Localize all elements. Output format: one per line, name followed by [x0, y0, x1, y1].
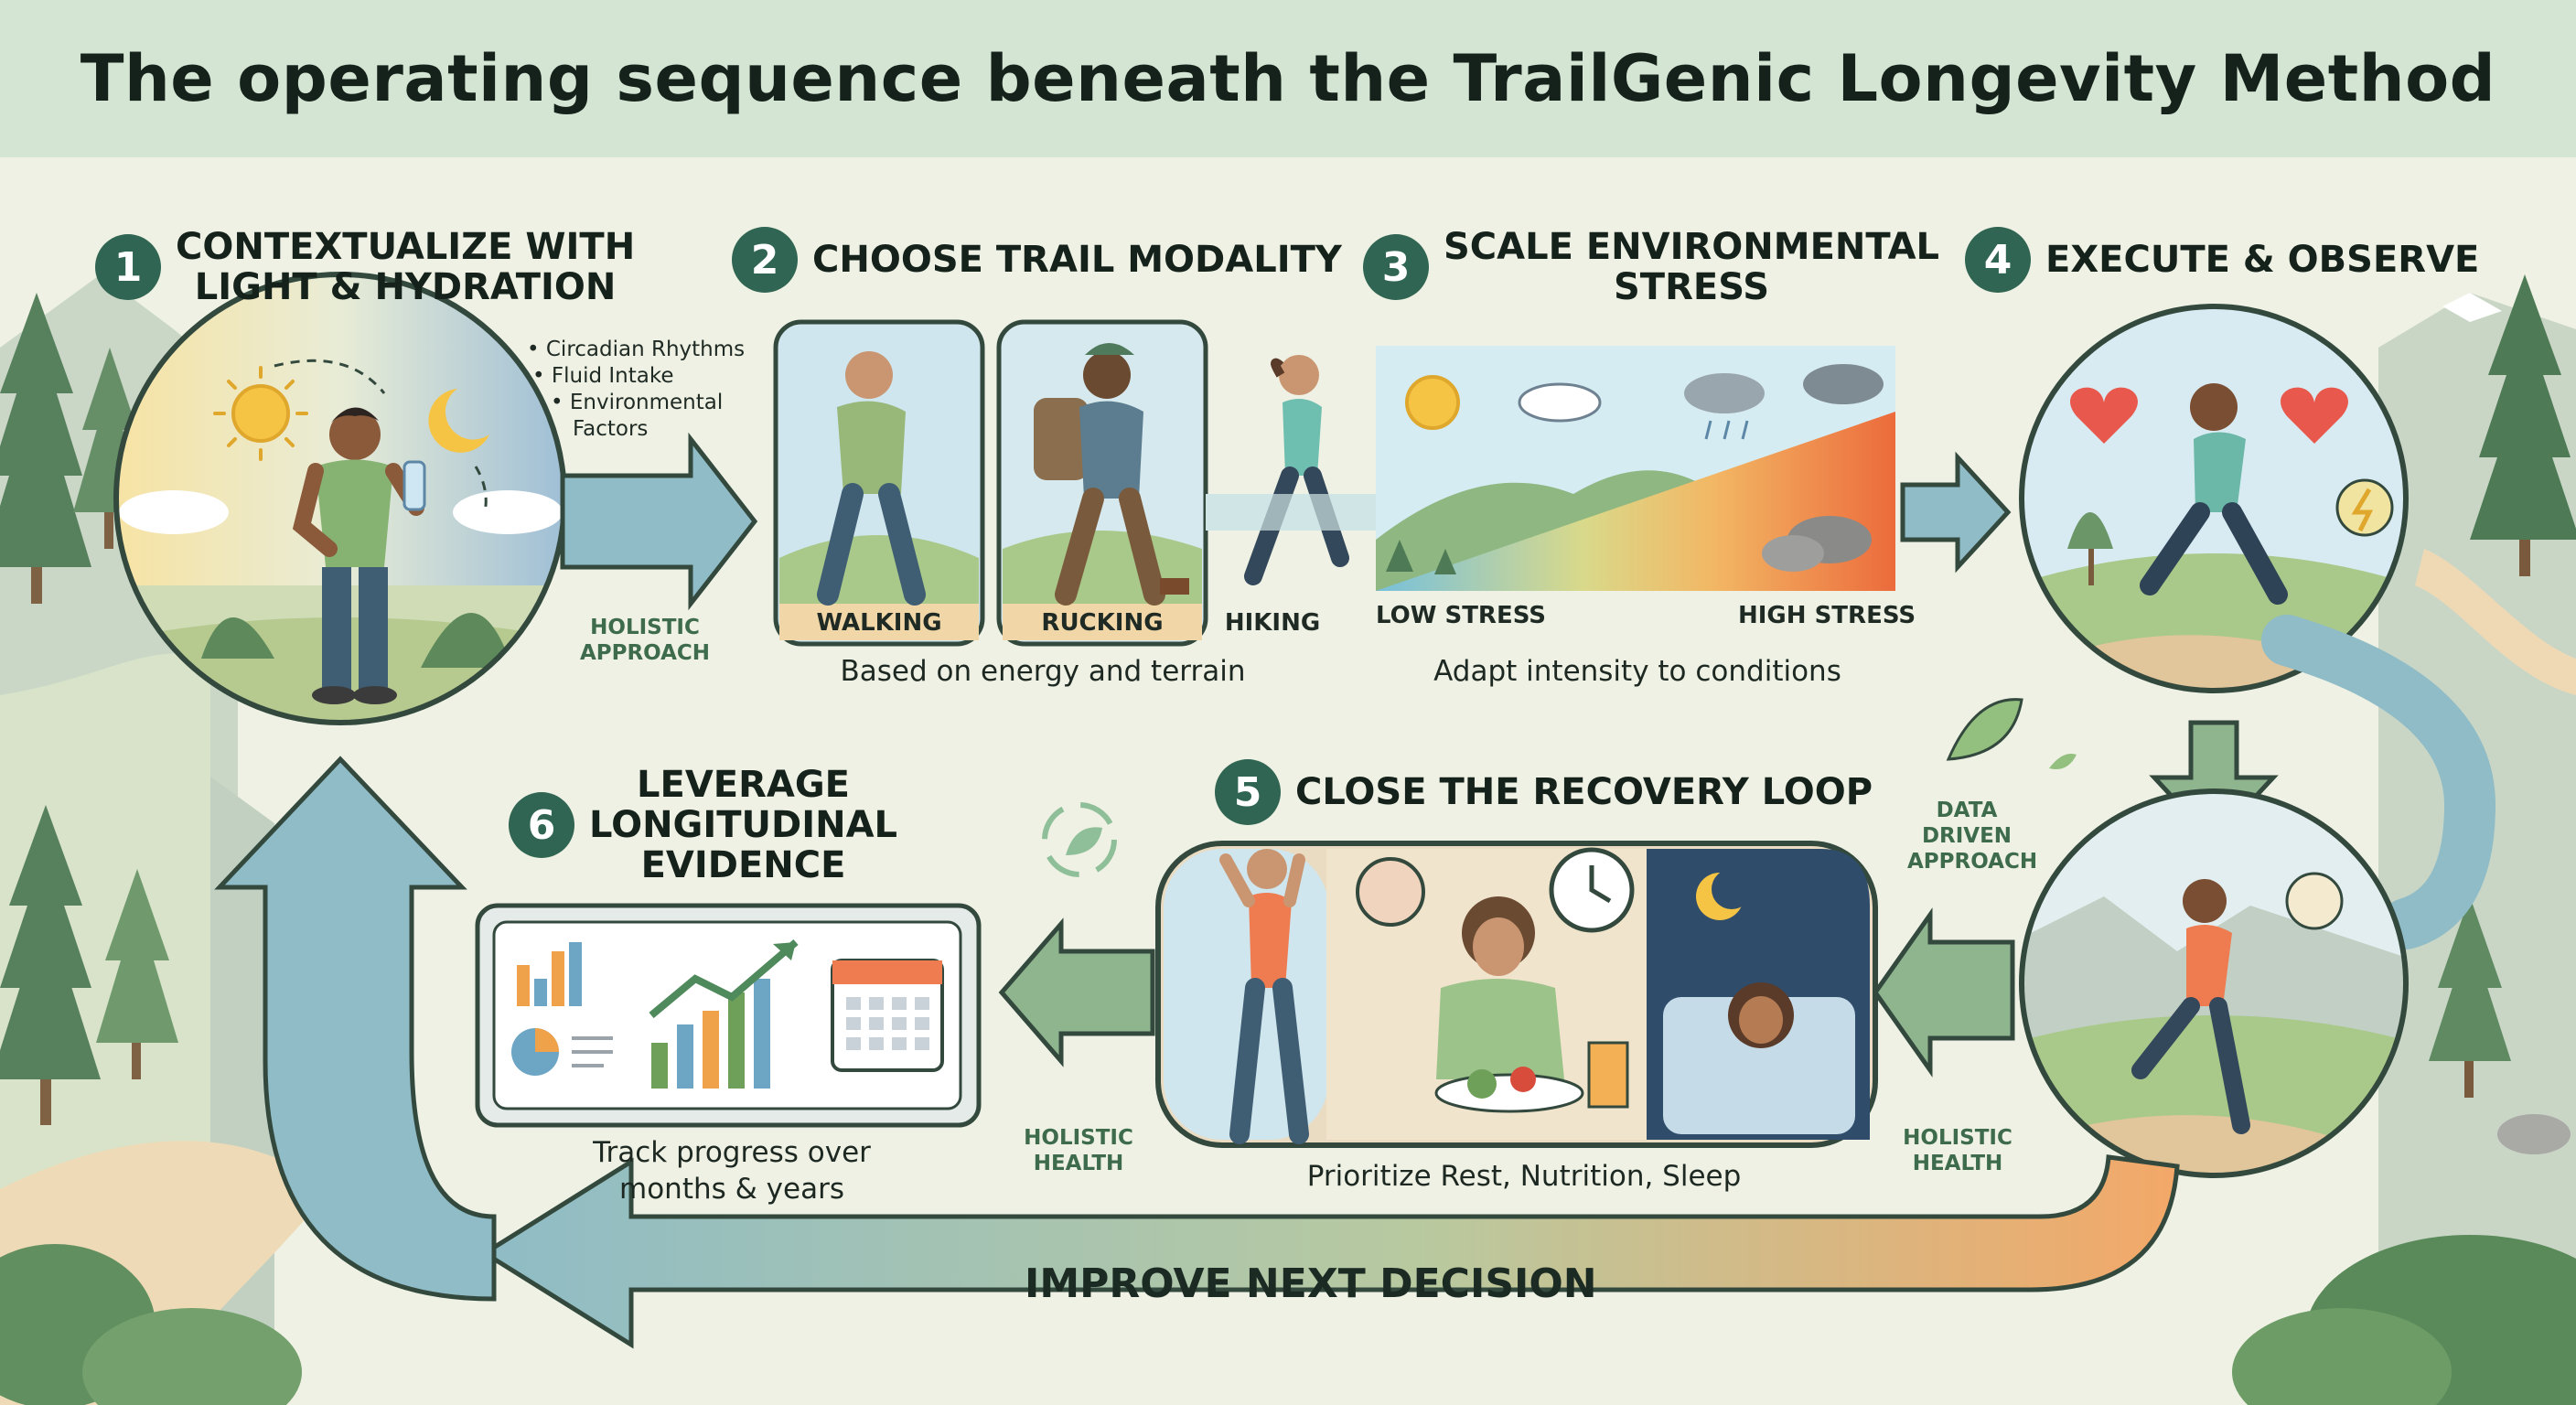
title-band: The operating sequence beneath the Trail…: [0, 0, 2576, 157]
step2-title: CHOOSE TRAIL MODALITY: [812, 239, 1342, 281]
step4-title: EXECUTE & OBSERVE: [2045, 239, 2480, 281]
step2-badge: 2: [732, 227, 798, 293]
step5-title: CLOSE THE RECOVERY LOOP: [1295, 771, 1873, 813]
step2-illustration: [773, 319, 1444, 647]
step3-title: SCALE ENVIRONMENTAL STRESS: [1444, 226, 1940, 308]
curved-arrow-right: [2261, 615, 2496, 949]
bullet-factors: Factors: [573, 417, 649, 441]
high-stress-label: HIGH STRESS: [1738, 602, 1916, 629]
step4-side-label: DATA DRIVEN APPROACH: [1907, 799, 2038, 874]
step5-illustration: [1155, 841, 1878, 1148]
step4-lower-illustration: [2019, 788, 2409, 1178]
leaf-icon: [1946, 698, 2077, 769]
low-stress-label: LOW STRESS: [1376, 602, 1546, 629]
step3-header: 3 SCALE ENVIRONMENTAL STRESS: [1363, 227, 1939, 307]
step5-badge: 5: [1215, 759, 1281, 825]
step2-caption: Based on energy and terrain: [840, 655, 1246, 688]
modality-walking-label: WALKING: [816, 609, 942, 637]
step5-side-label: HOLISTIC HEALTH: [1024, 1126, 1133, 1175]
modality-hiking-label: HIKING: [1224, 609, 1321, 637]
left-landscape: [0, 274, 329, 1405]
step1-side-label: HOLISTIC APPROACH: [579, 616, 711, 665]
arrow-step3-to-step4: [1900, 451, 2012, 574]
bullet-fluid: • Fluid Intake: [532, 364, 674, 388]
improve-next-decision-label: IMPROVE NEXT DECISION: [1025, 1260, 1597, 1307]
step6-caption: Track progress over months & years: [593, 1136, 871, 1206]
step1-title: CONTEXTUALIZE WITH LIGHT & HYDRATION: [176, 226, 636, 308]
step6-header: 6 LEVERAGE LONGITUDINAL EVIDENCE: [509, 765, 897, 885]
step3-illustration: [1376, 346, 1895, 591]
step1-badge: 1: [95, 234, 161, 300]
step2-header: 2 CHOOSE TRAIL MODALITY: [732, 227, 1342, 293]
step4-badge: 4: [1965, 227, 2031, 293]
step4-illustration: [2019, 304, 2409, 693]
modality-rucking-label: RUCKING: [1041, 609, 1164, 637]
step5-caption: Prioritize Rest, Nutrition, Sleep: [1306, 1160, 1742, 1193]
step6-illustration: [475, 903, 982, 1128]
arrow-step5-to-step6: [998, 917, 1155, 1067]
right-side-label: HOLISTIC HEALTH: [1903, 1126, 2012, 1175]
step5-header: 5 CLOSE THE RECOVERY LOOP: [1215, 759, 1873, 825]
step4-header: 4 EXECUTE & OBSERVE: [1965, 227, 2479, 293]
recycle-leaf-icon: [1042, 802, 1117, 877]
step6-badge: 6: [509, 792, 574, 858]
arrow-step2-to-step3: [1206, 494, 1379, 531]
bullet-circadian: • Circadian Rhythms: [527, 338, 746, 361]
step3-caption: Adapt intensity to conditions: [1433, 655, 1841, 688]
arrow-step1-to-step2: [560, 432, 758, 611]
step1-bullet-list: • Circadian Rhythms • Fluid Intake • Env…: [527, 337, 745, 443]
step1-header: 1 CONTEXTUALIZE WITH LIGHT & HYDRATION: [95, 227, 635, 307]
improve-loop-arrow: [214, 756, 2180, 1349]
step3-badge: 3: [1363, 234, 1429, 300]
step6-title: LEVERAGE LONGITUDINAL EVIDENCE: [589, 764, 898, 886]
page-title: The operating sequence beneath the Trail…: [80, 41, 2496, 116]
bullet-environmental: • Environmental: [551, 391, 724, 414]
arrow-to-step5: [1872, 907, 2015, 1078]
